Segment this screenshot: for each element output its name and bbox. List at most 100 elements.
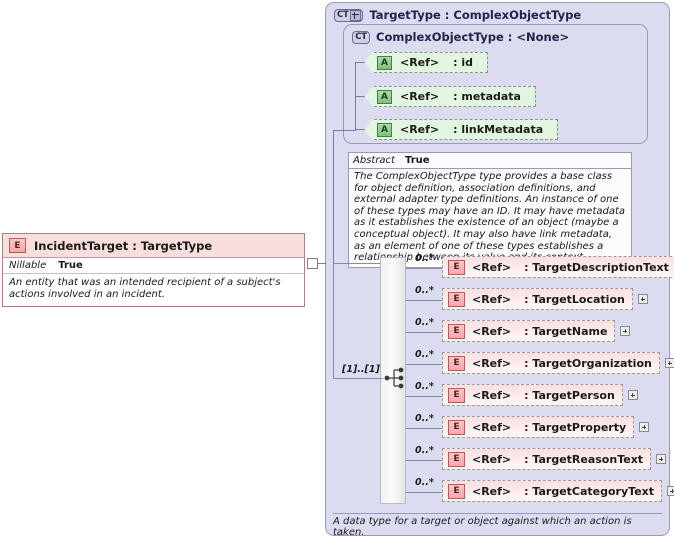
cardinality-label: 0..* <box>415 413 434 424</box>
attribute-branch-line-1 <box>355 62 364 63</box>
abstract-documentation-box: Abstract True The ComplexObjectType type… <box>348 152 632 268</box>
outer-tree-vertical-line <box>333 130 334 265</box>
type-link-line-right <box>333 263 388 264</box>
element-name-label: : TargetPerson <box>524 388 615 402</box>
element-connector-line <box>406 460 442 461</box>
abstract-row: Abstract True <box>349 153 631 169</box>
choice-connector-column <box>380 257 406 504</box>
element-connector-line <box>406 300 442 301</box>
incident-target-element-box[interactable]: E IncidentTarget : TargetType Nillable T… <box>2 233 305 307</box>
element-row-target-name[interactable]: E <Ref> : TargetName <box>442 320 631 342</box>
caption-separator <box>333 513 662 514</box>
incident-target-description: An entity that was an intended recipient… <box>3 274 304 306</box>
element-expand-plus-icon[interactable] <box>637 294 648 304</box>
complex-type-badge-label: CT <box>337 9 349 20</box>
element-icon: E <box>448 387 465 403</box>
element-box[interactable]: E <Ref> : TargetName <box>442 320 616 342</box>
choice-feed-horizontal-line <box>333 378 383 379</box>
attribute-name-label: : linkMetadata <box>453 123 544 136</box>
element-expand-plus-icon[interactable] <box>620 326 631 336</box>
element-box[interactable]: E <Ref> : TargetLocation <box>442 288 633 310</box>
attribute-icon: A <box>377 55 392 70</box>
element-ref-label: <Ref> <box>472 484 512 498</box>
element-box[interactable]: E <Ref> : TargetReasonText <box>442 448 652 470</box>
element-name-label: : TargetName <box>524 324 608 338</box>
cardinality-label: 0..* <box>415 477 434 488</box>
element-box[interactable]: E <Ref> : TargetProperty <box>442 416 635 438</box>
cardinality-label: 0..* <box>415 285 434 296</box>
attribute-box-metadata[interactable]: A <Ref> : metadata <box>364 86 536 107</box>
element-row-target-reason-text[interactable]: E <Ref> : TargetReasonText <box>442 448 667 470</box>
element-box[interactable]: E <Ref> : TargetOrganization <box>442 352 660 374</box>
incident-target-title: IncidentTarget : TargetType <box>34 238 213 253</box>
cardinality-label: 0..* <box>415 317 434 328</box>
complex-object-type-title: ComplexObjectType : <None> <box>376 30 570 44</box>
element-ref-label: <Ref> <box>472 356 512 370</box>
element-connector-line <box>406 396 442 397</box>
cardinality-label: 0..* <box>415 253 434 264</box>
element-box[interactable]: E <Ref> : TargetDescriptionText <box>442 256 674 278</box>
outer-tree-branch-line <box>333 130 356 131</box>
attribute-ref-label: <Ref> <box>400 123 440 136</box>
complex-type-badge-icon[interactable]: CT <box>334 8 364 22</box>
attribute-row-id[interactable]: A <Ref> : id <box>364 52 489 73</box>
element-expand-plus-icon[interactable] <box>627 390 638 400</box>
element-name-label: : TargetCategoryText <box>524 484 655 498</box>
element-icon: E <box>448 483 465 499</box>
attribute-icon: A <box>377 122 392 137</box>
element-name-label: : TargetProperty <box>524 420 627 434</box>
element-row-target-location[interactable]: E <Ref> : TargetLocation <box>442 288 648 310</box>
complex-type-badge2-icon[interactable]: CT <box>352 30 370 44</box>
element-box[interactable]: E <Ref> : TargetPerson <box>442 384 623 406</box>
attribute-branch-line-2 <box>355 96 364 97</box>
element-connector-line <box>406 428 442 429</box>
choice-feed-vertical-line <box>333 263 334 378</box>
element-row-target-description-text[interactable]: E <Ref> : TargetDescriptionText <box>442 256 674 278</box>
element-box[interactable]: E <Ref> : TargetCategoryText <box>442 480 663 502</box>
element-connector-line <box>406 492 442 493</box>
nillable-value: True <box>58 260 83 271</box>
element-icon: E <box>9 238 26 253</box>
abstract-label: Abstract <box>353 155 395 166</box>
abstract-value: True <box>404 155 430 166</box>
element-row-target-category-text[interactable]: E <Ref> : TargetCategoryText <box>442 480 674 502</box>
element-expand-plus-icon[interactable] <box>656 454 667 464</box>
element-connector-line <box>406 268 442 269</box>
attribute-name-label: : id <box>453 56 474 69</box>
attribute-branch-line-3 <box>355 129 364 130</box>
element-ref-label: <Ref> <box>472 388 512 402</box>
element-connector-line <box>406 364 442 365</box>
type-link-expand-box[interactable] <box>307 258 318 269</box>
attribute-ref-label: <Ref> <box>400 56 440 69</box>
attribute-box-id[interactable]: A <Ref> : id <box>364 52 489 73</box>
cardinality-label: 0..* <box>415 381 434 392</box>
element-row-target-organization[interactable]: E <Ref> : TargetOrganization <box>442 352 674 374</box>
complex-object-type-description: The ComplexObjectType type provides a ba… <box>354 171 626 264</box>
cardinality-label: 0..* <box>415 349 434 360</box>
nillable-row: Nillable True <box>3 258 304 274</box>
element-ref-label: <Ref> <box>472 324 512 338</box>
nillable-label: Nillable <box>9 260 47 271</box>
element-ref-label: <Ref> <box>472 260 512 274</box>
element-ref-label: <Ref> <box>472 452 512 466</box>
attribute-box-link-metadata[interactable]: A <Ref> : linkMetadata <box>364 119 559 140</box>
complex-object-type-header: CT ComplexObjectType : <None> <box>352 30 569 44</box>
attribute-row-link-metadata[interactable]: A <Ref> : linkMetadata <box>364 119 559 140</box>
element-row-target-property[interactable]: E <Ref> : TargetProperty <box>442 416 650 438</box>
element-expand-plus-icon[interactable] <box>667 486 674 496</box>
element-icon: E <box>448 323 465 339</box>
element-ref-label: <Ref> <box>472 420 512 434</box>
expand-plus-icon[interactable] <box>350 9 362 21</box>
attribute-row-metadata[interactable]: A <Ref> : metadata <box>364 86 536 107</box>
element-icon: E <box>448 419 465 435</box>
choice-connector-icon[interactable] <box>384 366 408 390</box>
attribute-name-label: : metadata <box>453 90 521 103</box>
element-name-label: : TargetDescriptionText <box>524 260 669 274</box>
element-expand-plus-icon[interactable] <box>639 422 650 432</box>
element-expand-plus-icon[interactable] <box>664 358 674 368</box>
element-row-target-person[interactable]: E <Ref> : TargetPerson <box>442 384 638 406</box>
element-icon: E <box>448 291 465 307</box>
element-ref-label: <Ref> <box>472 292 512 306</box>
element-name-label: : TargetOrganization <box>524 356 652 370</box>
element-icon: E <box>448 259 465 275</box>
